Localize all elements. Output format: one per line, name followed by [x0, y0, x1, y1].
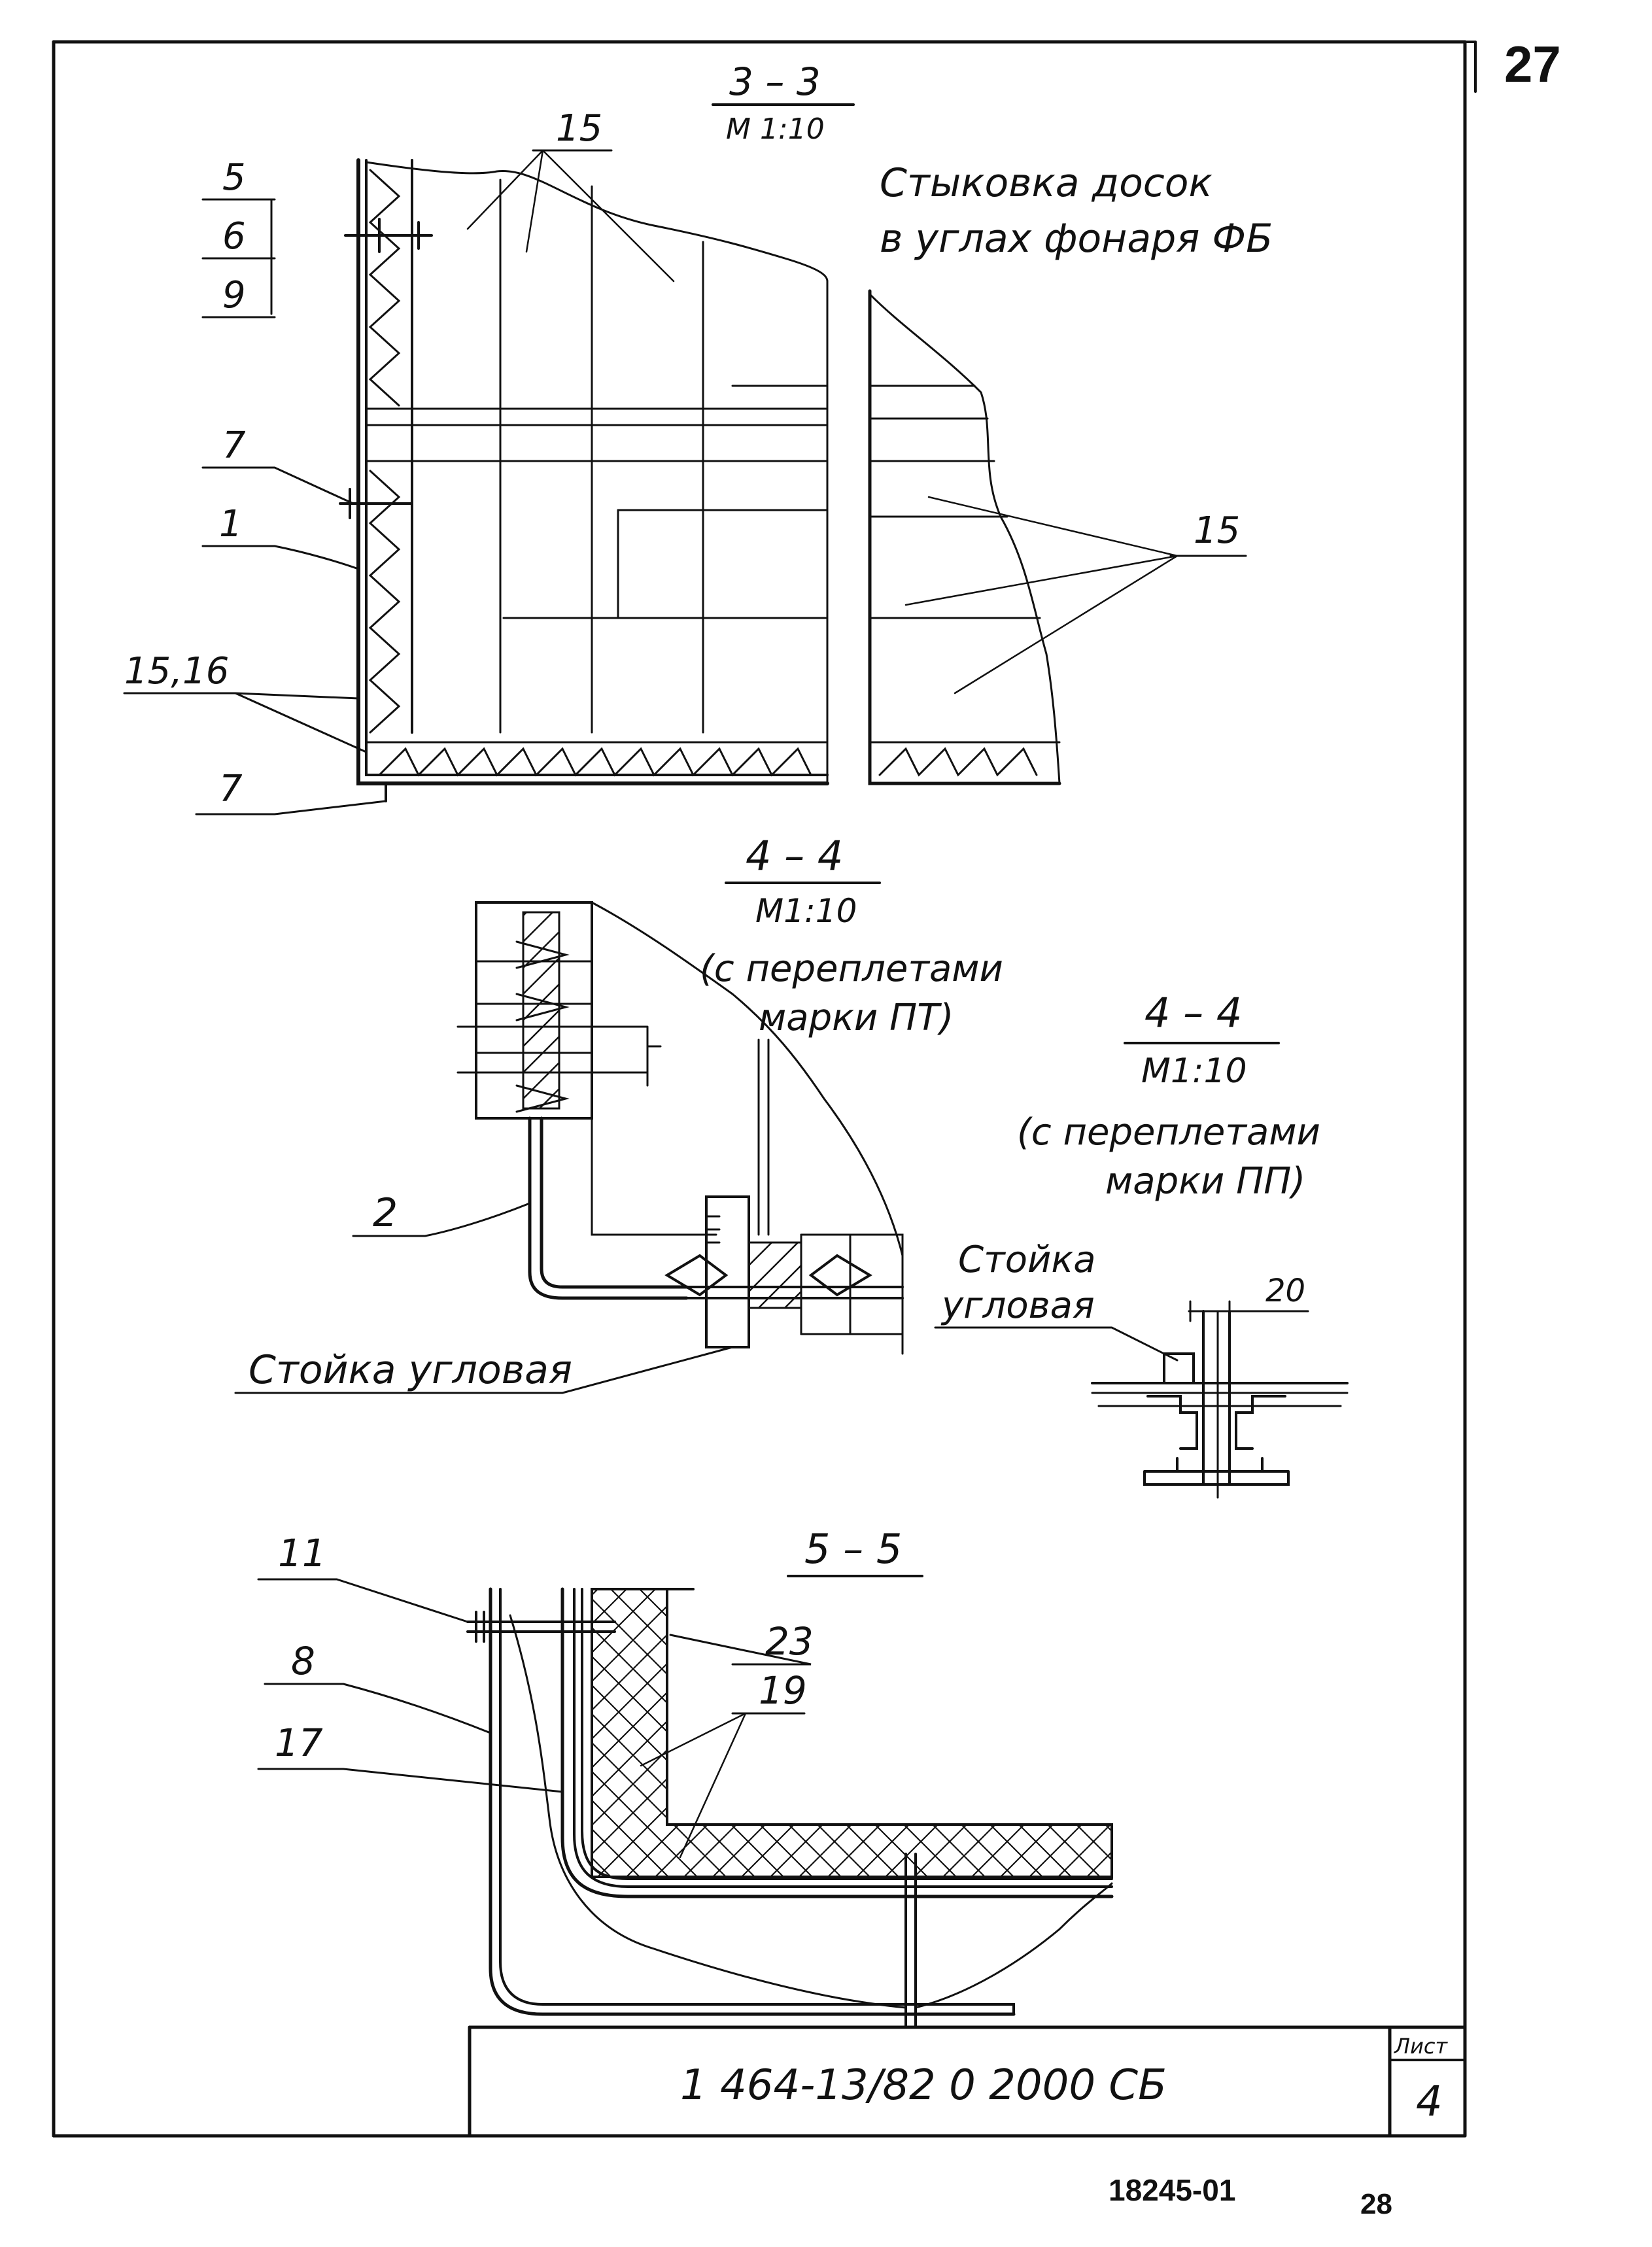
section-5-5: 5 – 5 11 8 17 23 19: [257, 1525, 1114, 2029]
section-4-4-pp-drawing: [1091, 1310, 1349, 1499]
section-4-4-pp-title: 4 – 4: [1144, 989, 1242, 1037]
section-3-3-caption-line2: в углах фонаря ФБ: [880, 216, 1273, 262]
callout-19: 19: [759, 1668, 807, 1713]
section-4-4-pt: 4 – 4 М1:10 (с переплетами марки ПТ): [234, 832, 1003, 1394]
dimension-20: 20: [1265, 1273, 1305, 1309]
page-number-bottom: 28: [1360, 2188, 1392, 2220]
section-4-4-pp-scale: М1:10: [1141, 1052, 1247, 1091]
corner-post-label-pt: Стойка угловая: [249, 1347, 572, 1393]
section-4-4-pp-note-line1: (с переплетами: [1017, 1111, 1320, 1154]
section-3-3-boards: [339, 158, 829, 802]
section-3-3: 3 – 3 М 1:10 Стыковка досок в углах фона…: [123, 60, 1273, 815]
callout-15-top: 15: [556, 107, 602, 150]
callout-15-right: 15: [1194, 509, 1240, 552]
callout-15-16: 15,16: [124, 650, 229, 693]
callout-11: 11: [278, 1531, 326, 1575]
drawing-designation: 1 464-13/82 0 2000 СБ: [680, 2061, 1167, 2110]
section-4-4-pt-scale: М1:10: [755, 892, 857, 930]
sheet-number: 4: [1416, 2078, 1443, 2126]
sheet-frame: [52, 40, 1477, 2138]
title-block: 1 464-13/82 0 2000 СБ Лист 4: [468, 2025, 1467, 2138]
section-4-4-pp: 4 – 4 М1:10 (с переплетами марки ПП) Сто…: [934, 989, 1349, 1499]
section-4-4-pt-title: 4 – 4: [746, 832, 843, 880]
page-number-top: 27: [1504, 35, 1561, 93]
corner-post-label-pp-line2: угловая: [940, 1284, 1095, 1327]
section-4-4-pt-note-line2: марки ПТ): [759, 997, 954, 1039]
callout-7-top: 7: [222, 424, 246, 467]
section-4-4-pt-drawing: [456, 901, 904, 1355]
section-3-3-scale: М 1:10: [726, 112, 825, 146]
section-4-4-pt-note-line1: (с переплетами: [700, 948, 1003, 990]
corner-post-label-pp-line1: Стойка: [958, 1239, 1096, 1281]
section-3-3-caption-line1: Стыковка досок: [880, 160, 1213, 206]
section-3-3-boards-right: [868, 289, 1061, 785]
callout-7-bottom: 7: [219, 768, 243, 810]
section-5-5-drawing: [466, 1587, 1114, 2029]
callout-1: 1: [219, 503, 243, 545]
section-3-3-callouts: 5 6 9 15 7 1 15,16 7 15: [123, 107, 1247, 815]
callout-6: 6: [222, 215, 246, 258]
sheet-label: Лист: [1394, 2034, 1448, 2059]
callout-8: 8: [291, 1639, 315, 1683]
callout-9: 9: [222, 274, 246, 317]
section-5-5-title: 5 – 5: [804, 1525, 902, 1573]
callout-2: 2: [373, 1190, 398, 1236]
callout-17: 17: [275, 1721, 323, 1765]
callout-5: 5: [222, 156, 246, 199]
section-3-3-title: 3 – 3: [729, 60, 821, 104]
archive-code: 18245-01: [1109, 2173, 1235, 2207]
section-4-4-pp-note-line2: марки ПП): [1105, 1160, 1305, 1203]
